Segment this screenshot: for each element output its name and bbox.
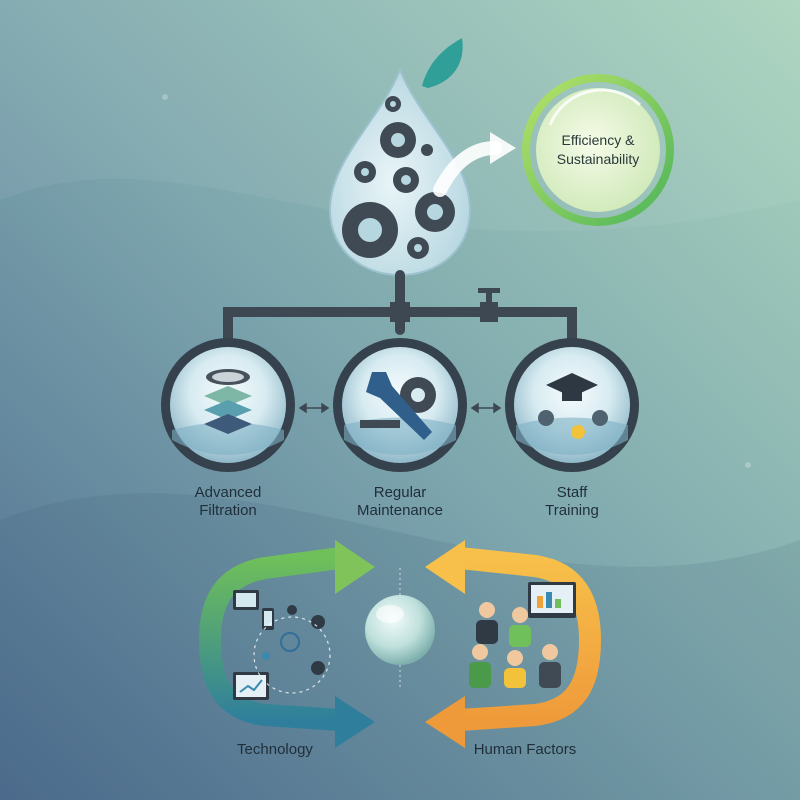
- pillar-label-line2: Training: [545, 502, 599, 519]
- arrow-to-goal-head: [490, 132, 516, 164]
- goal-line1: Efficiency &: [562, 132, 636, 148]
- human-factors-arrow-head-top: [425, 540, 465, 594]
- link-arrow: [298, 402, 330, 414]
- pillar-label-training: Staff Training: [512, 484, 632, 520]
- arrow-to-goal: [433, 141, 502, 197]
- center-orb: [365, 568, 435, 690]
- technology-arrow: [199, 547, 342, 731]
- human-factors-arrow-head-bottom: [425, 696, 465, 748]
- technology-label: Technology: [237, 741, 313, 758]
- people-icon: [469, 582, 576, 688]
- goal-line2: Sustainability: [557, 151, 640, 167]
- human-factors-arrow: [458, 547, 601, 731]
- pillar-label-filtration: Advanced Filtration: [168, 484, 288, 520]
- pillar-label-line1: Regular: [373, 484, 427, 501]
- technology-arrow-head-bottom: [335, 696, 375, 748]
- pillar-label-line1: Advanced: [194, 484, 262, 501]
- wrench-gear-icon: [360, 372, 436, 440]
- pillar-label-maintenance: Regular Maintenance: [330, 484, 470, 520]
- pillar-label-line1: Staff: [556, 484, 588, 501]
- pillar-label-line2: Maintenance: [357, 502, 443, 519]
- decor-dot: [162, 94, 168, 100]
- goal-badge: Efficiency & Sustainability: [522, 74, 674, 226]
- pillar-training: [505, 338, 639, 472]
- graduation-cap-icon: [538, 373, 608, 439]
- gears-icon: [342, 96, 455, 259]
- decor-dot: [745, 462, 751, 468]
- pillar-filtration: [161, 338, 295, 472]
- leaf-icon: [422, 38, 463, 88]
- pipe-joint: [390, 302, 410, 322]
- link-arrow: [470, 402, 502, 414]
- technology-arrow-head-top: [335, 540, 375, 594]
- human-factors-label: Human Factors: [473, 741, 577, 758]
- pillar-label-line2: Filtration: [199, 502, 257, 519]
- technology-icons: [233, 590, 331, 700]
- filter-layers-icon: [204, 369, 252, 434]
- valve-icon: [478, 288, 500, 322]
- pillar-maintenance: [333, 338, 467, 472]
